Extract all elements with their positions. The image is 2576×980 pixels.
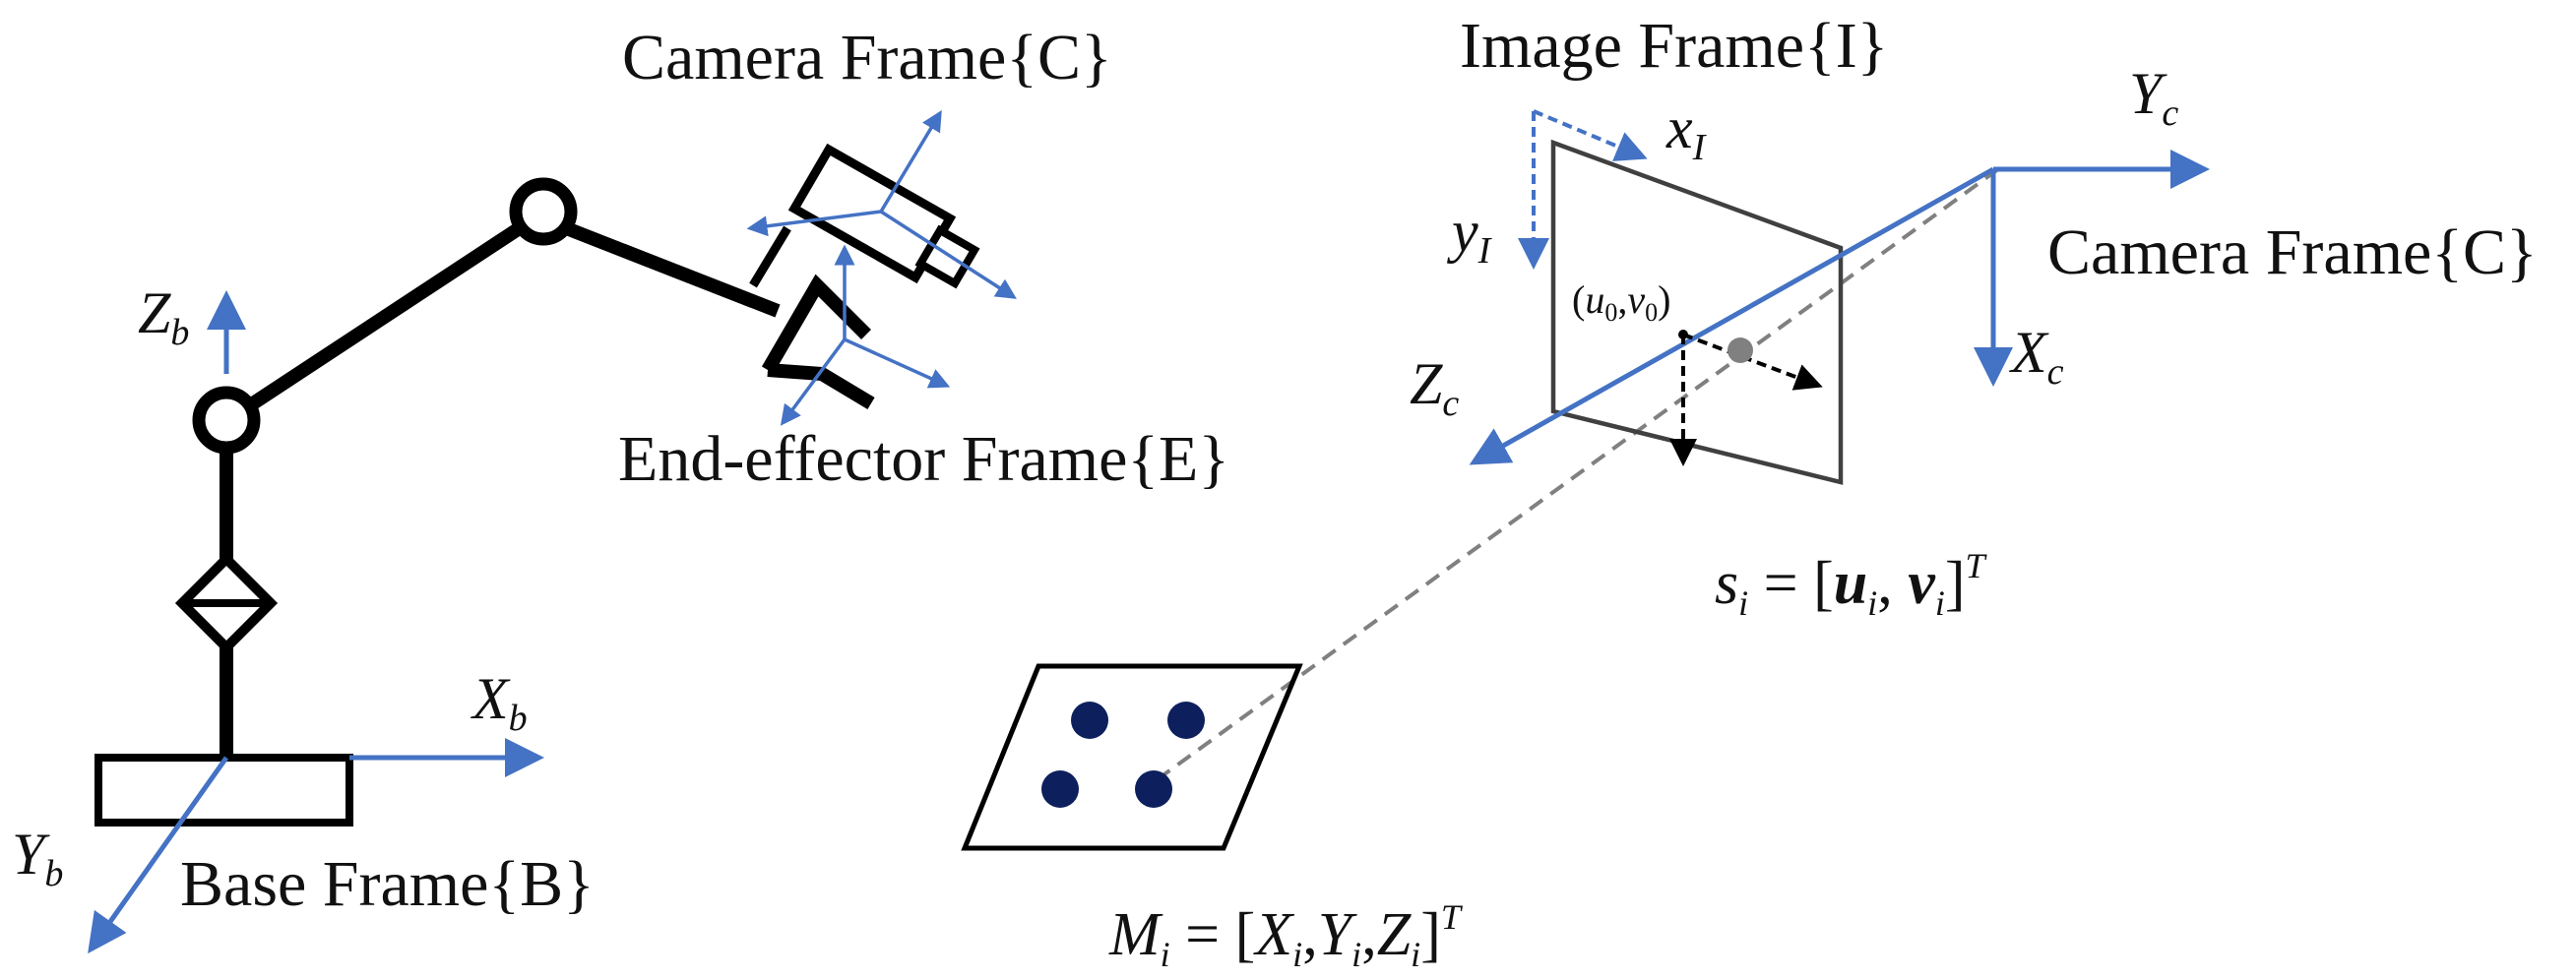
- image-feature-equation: si = [ui, vi]T: [1715, 546, 1987, 623]
- end-effector-frame-axes: [780, 244, 951, 426]
- projected-feature-point: [1728, 337, 1753, 363]
- target-point: [1167, 702, 1205, 739]
- target-point: [1041, 770, 1079, 808]
- end-effector-camera: [749, 143, 980, 289]
- target-feature-points: [1041, 702, 1205, 808]
- principal-point-marker: [1678, 330, 1688, 339]
- yi-axis-label: yI: [1446, 199, 1493, 272]
- yb-axis-arrow: [88, 756, 229, 954]
- target-point-equation: Mi = [Xi,Yi,Zi]T: [1108, 897, 1464, 974]
- robot-joint-elbow: [509, 177, 578, 246]
- zc-axis-arrow: [1469, 166, 1995, 465]
- target-point: [1135, 770, 1172, 808]
- gripper-jaw-upper: [761, 274, 871, 374]
- image-plane: [1550, 139, 1844, 485]
- robot-base-block: [94, 754, 353, 827]
- base-frame-axes: [88, 290, 544, 954]
- zc-axis-label: Zc: [1410, 351, 1459, 424]
- pixel-offset-arrows: [1669, 333, 1823, 466]
- camera-lens: [914, 224, 980, 289]
- camera-frame-label-right: Camera Frame{C}: [2047, 216, 2538, 288]
- projection-ray: [1145, 167, 2000, 789]
- robot-link-1: [249, 223, 522, 409]
- xi-axis-arrow: [1533, 109, 1648, 161]
- xi-axis-label: xI: [1665, 95, 1708, 168]
- yb-axis-label: Yb: [12, 822, 63, 894]
- gripper-jaw-lower: [767, 363, 875, 410]
- end-effector-frame-label: End-effector Frame{E}: [618, 423, 1229, 495]
- prismatic-joint: [174, 551, 279, 655]
- camera-frame-axes-small: [746, 109, 1017, 299]
- camera-frame-label-left: Camera Frame{C}: [622, 22, 1112, 93]
- robot-link-2: [566, 222, 781, 318]
- zb-axis-label: Zb: [138, 280, 189, 353]
- principal-point-label: (u0,v0): [1572, 277, 1670, 327]
- target-point: [1071, 702, 1108, 739]
- xb-axis-label: Xb: [471, 666, 528, 739]
- xc-axis-label: Xc: [2009, 320, 2064, 393]
- yc-axis-label: Yc: [2129, 61, 2178, 134]
- camera-mount: [749, 225, 791, 288]
- robot-joint-shoulder: [192, 386, 261, 455]
- image-frame-axes: [1518, 109, 1648, 270]
- robot-arm: [94, 143, 980, 827]
- target-plane: [961, 663, 1303, 851]
- base-frame-label: Base Frame{B}: [180, 848, 595, 920]
- image-frame-label: Image Frame{I}: [1460, 10, 1888, 82]
- camera-frame-axes: [1469, 150, 2210, 465]
